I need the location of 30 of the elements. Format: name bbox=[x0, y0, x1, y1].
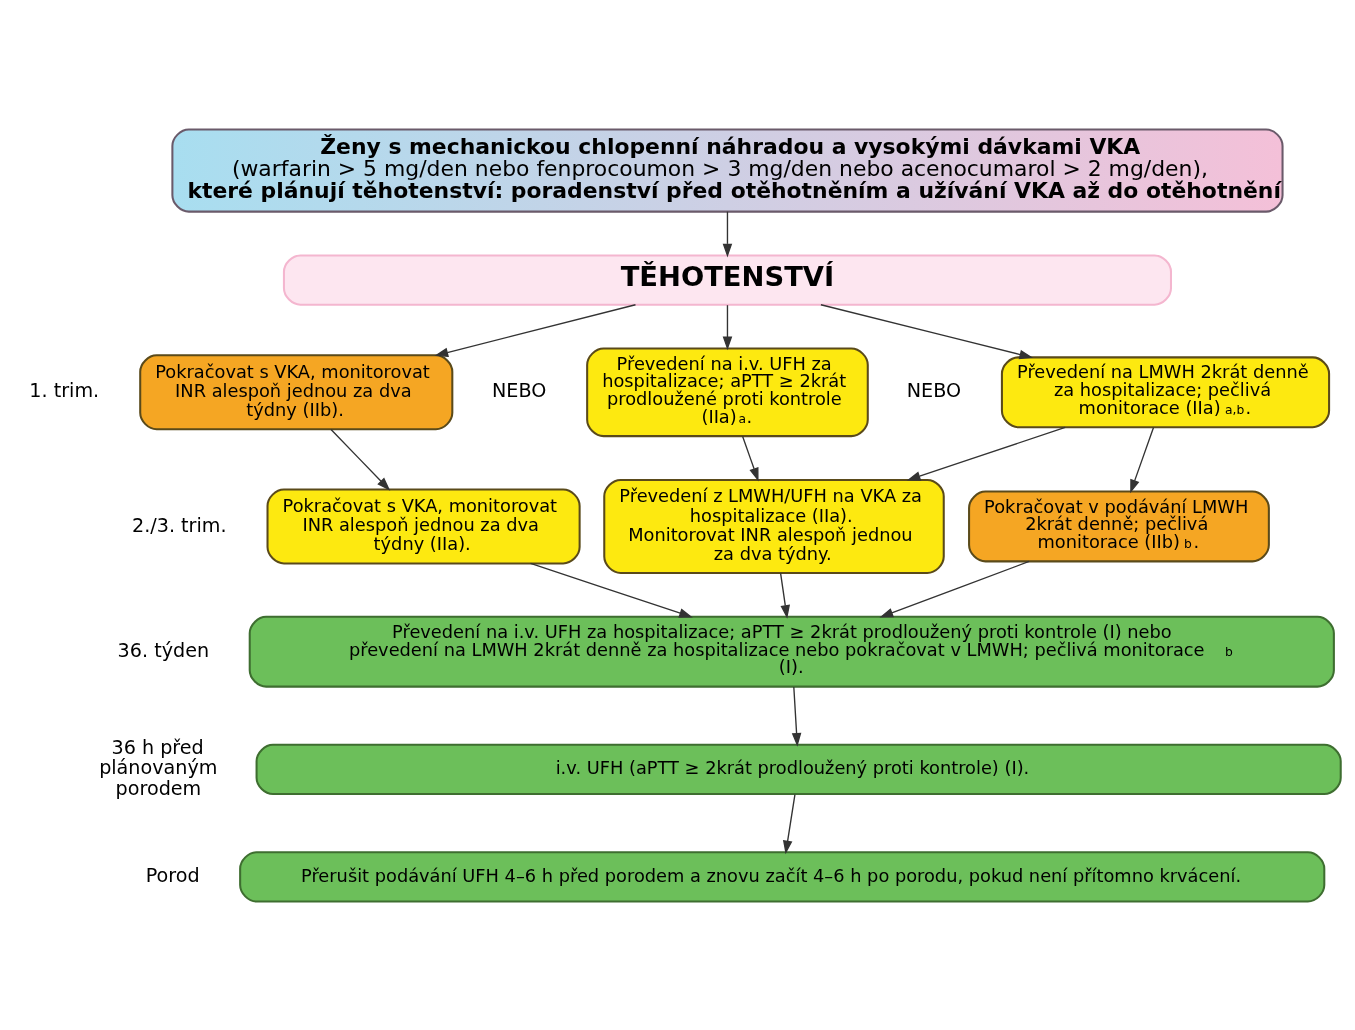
arrow bbox=[529, 562, 693, 618]
node-box: Převedení na i.v. UFH za hospitalizace; aPTT ≥ 2krát prodloužené proti kontrole (IIa)a. bbox=[586, 346, 869, 437]
arrow bbox=[434, 303, 637, 357]
label: NEBO bbox=[492, 378, 547, 402]
node-box: i.v. UFH (aPTT ≥ 2krát prodloužený proti kontrole) (I). bbox=[255, 743, 1342, 795]
arrow bbox=[820, 303, 1034, 359]
label: 36. týden bbox=[117, 638, 210, 662]
node-box: Pokračovat s VKA, monitorovat INR alespoň jednou za dva týdny (IIa). bbox=[266, 487, 581, 564]
node-box: Pokračovat v podávání LMWH 2krát denně; pečlivá monitorace (IIb)b. bbox=[968, 490, 1270, 562]
node-box: Převedení z LMWH/UFH na VKA za hospitalizace (IIa). Monitorovat INR alespoň jednou za dva týdny. bbox=[603, 478, 945, 574]
label: 1. trim. bbox=[29, 378, 100, 402]
node-box: TĚHOTENSTVÍ bbox=[282, 253, 1172, 306]
arrow bbox=[741, 435, 759, 481]
node-box: Pokračovat s VKA, monitorovat INR alespoň jednou za dva týdny (IIb). bbox=[139, 353, 454, 430]
arrow bbox=[722, 210, 733, 257]
arrow bbox=[791, 685, 802, 747]
arrow bbox=[782, 793, 796, 854]
arrow bbox=[1130, 426, 1155, 493]
node-box: Převedení na LMWH 2krát denně za hospitalizace; pečlivá monitorace (IIa)a,b. bbox=[1000, 355, 1331, 428]
label: Porod bbox=[145, 863, 200, 887]
node-box: Přerušit podávání UFH 4–6 h před porodem a znovu začít 4–6 h po porodu, pokud není přítomno krvácení. bbox=[239, 850, 1326, 903]
arrow bbox=[779, 571, 790, 619]
arrow bbox=[330, 428, 391, 491]
node-box: Ženy s mechanickou chlopenní náhradou a vysokými dávkami VKA (warfarin > 5 mg/den nebo fenprocoumon > 3 mg/den nebo acenocumarol > 2 mg/den), které plánují těhotenství: poradenství před otěhotněním a užívání VKA až do otěhotnění bbox=[171, 127, 1284, 213]
arrow bbox=[906, 426, 1066, 481]
label: 36 h před plánovaným porodem bbox=[99, 735, 218, 800]
arrow bbox=[722, 304, 733, 350]
label: 2./3. trim. bbox=[132, 513, 227, 537]
label: NEBO bbox=[906, 378, 962, 402]
arrow bbox=[879, 560, 1030, 617]
